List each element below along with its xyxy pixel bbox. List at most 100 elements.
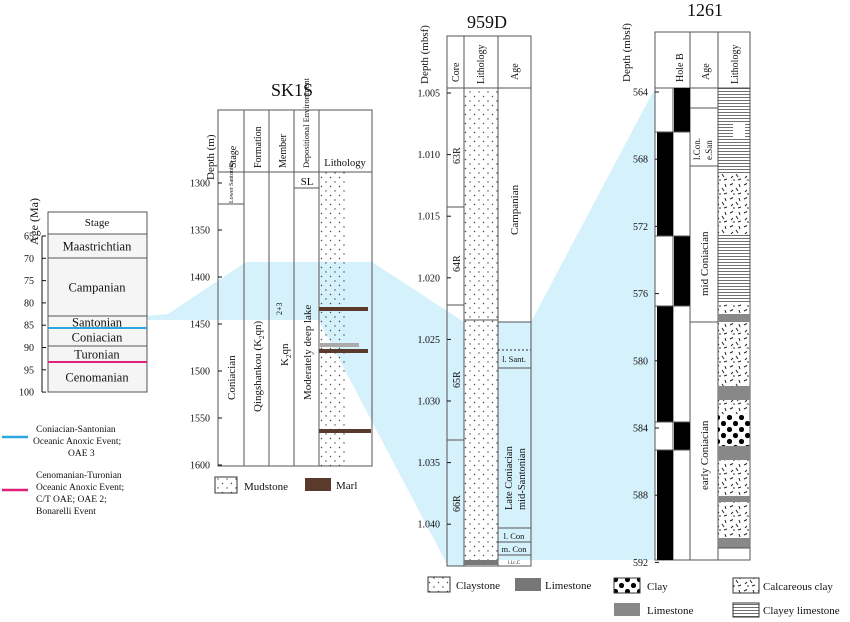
sk1s-mudstone-column — [319, 172, 345, 466]
stage-name: Campanian — [69, 281, 127, 295]
site1261-depth-tick-label: 592 — [633, 558, 648, 569]
sk1s-formation-label: Qingshankou (K2qn) — [252, 320, 266, 412]
sk1s-col-formation: Formation — [253, 126, 264, 168]
calcareous-clay-legend: Calcareous clay — [763, 581, 833, 593]
site1261-depth-tick-label: 568 — [633, 155, 648, 166]
site959-col-age: Age — [510, 63, 521, 80]
age-tick-label: 95 — [24, 365, 34, 376]
site959-limestone-swatch — [515, 578, 541, 591]
sk1s-marl-bed — [319, 349, 368, 353]
calcareous-clay-swatch — [732, 577, 760, 594]
clay-swatch — [613, 577, 641, 594]
stage-name: Santonian — [72, 316, 123, 330]
sk1s-depth-tick-label: 1400 — [190, 273, 210, 284]
site959-age-m-con: m. Con — [501, 544, 527, 554]
sk1s-section: SK1S Depth (m) Stage Formation Member De… — [190, 77, 373, 494]
sk1s-depth-tick-label: 1350 — [190, 226, 210, 237]
age-axis-label: Age (Ma) — [27, 198, 41, 245]
sk1s-sl-label: SL — [301, 176, 314, 188]
sk1s-depth-tick-label: 1550 — [190, 414, 210, 425]
site959-age-small: l.l.c.C — [508, 561, 521, 566]
site959-depth-tick-label: 1.030 — [418, 397, 441, 408]
clayey-limestone-swatch — [732, 602, 760, 618]
site1261-col-hole-b: Hole B — [675, 53, 686, 82]
sk1s-col-stage: Stage — [228, 145, 239, 168]
sk1s-depth-tick-label: 1300 — [190, 179, 210, 190]
site959-depth-tick-label: 1.035 — [418, 458, 441, 469]
marl-legend: Marl — [336, 480, 357, 492]
stage-cell — [47, 361, 148, 393]
sk1s-depth-label: Depth (m) — [205, 134, 217, 180]
site1261-depth-label: Depth (mbsf) — [621, 23, 633, 82]
sk1s-limestone-bed — [319, 343, 359, 347]
sk1s-col-member: Member — [278, 133, 289, 168]
sk1s-title: SK1S — [271, 80, 313, 100]
sk1s-marl-bed — [319, 307, 368, 311]
hole-b-polarity — [655, 88, 690, 560]
site1261-col-age: Age — [701, 63, 712, 80]
stage-name: Cenomanian — [65, 371, 129, 385]
event-legend: Coniacian-Santonian Oceanic Anoxic Event… — [2, 425, 126, 517]
stage-cell — [47, 233, 148, 259]
sk1s-environment: Moderately deep lake — [302, 305, 314, 400]
oae2-legend-text: Cenomanian-Turonian Oceanic Anoxic Event… — [36, 471, 126, 517]
sk1s-frame — [217, 109, 373, 467]
oae3-legend-text: Coniacian-Santonian Oceanic Anoxic Event… — [33, 425, 123, 459]
site1261-depth-tick-label: 588 — [633, 491, 648, 502]
stage-name: Turonian — [74, 348, 120, 362]
stage-name: Coniacian — [72, 331, 123, 345]
sk1s-member-superscript: 2+3 — [275, 302, 284, 315]
site-959d-section: 959D Depth (mbsf) Core Lithology Age 1.0… — [418, 12, 592, 593]
sk1s-marl-bed — [319, 429, 371, 433]
core-66r: 66R — [452, 495, 463, 512]
site1261-depth-tick-label: 572 — [633, 222, 648, 233]
mudstone-legend: Mudstone — [244, 481, 288, 493]
site959-age-late-con: Late Coniacian mid-Santonian — [504, 444, 528, 510]
site959-depth-tick-label: 1.010 — [418, 150, 441, 161]
site1261-depth-tick-label: 580 — [633, 356, 648, 367]
site1261-limestone-legend: Limestone — [647, 605, 694, 617]
site959-depth-tick-label: 1.025 — [418, 335, 441, 346]
site1261-title: 1261 — [687, 0, 723, 20]
core-64r: 64R — [452, 255, 463, 272]
site1261-limestone-swatch — [614, 603, 640, 616]
sk1s-depth-tick-label: 1500 — [190, 367, 210, 378]
site959-claystone-column — [464, 88, 498, 566]
age-tick-label: 75 — [24, 276, 34, 287]
correlation-bands — [98, 88, 655, 566]
core-65r: 65R — [452, 371, 463, 388]
age-tick-label: 65 — [24, 232, 34, 243]
stage-name: Maastrichtian — [63, 240, 132, 254]
sk1s-lower-santonian: Lower Santonian — [229, 162, 235, 203]
site959-depth-label: Depth (mbsf) — [419, 25, 431, 84]
claystone-swatch — [427, 576, 451, 593]
site-1261-section: 1261 Depth (mbsf) Hole B Age Lithology 5… — [613, 0, 840, 618]
age-tick-label: 90 — [24, 343, 34, 354]
site959-age-l-con: l. Con — [504, 531, 526, 541]
site1261-age-l-con: l.Con. — [692, 138, 702, 160]
marl-swatch — [305, 478, 331, 491]
sk1s-col-lithology: Lithology — [324, 158, 366, 169]
age-tick-label: 70 — [24, 254, 34, 265]
sk1s-stage-coniacian: Coniacian — [226, 355, 238, 400]
site959-depth-tick-label: 1.040 — [418, 520, 441, 531]
claystone-legend: Claystone — [456, 580, 500, 592]
site1261-age-e-san: e.San — [704, 140, 714, 160]
stage-cell — [47, 257, 148, 317]
site1261-depth-tick-label: 584 — [633, 424, 648, 435]
stage-list: MaastrichtianCampanianSantonianConiacian… — [47, 233, 148, 393]
mudstone-swatch — [214, 476, 238, 494]
site1261-col-lithology: Lithology — [730, 45, 741, 84]
site959-age-l-sant: l. Sant. — [502, 354, 526, 364]
site959-age-campanian: Campanian — [509, 184, 521, 235]
age-tick-label: 85 — [24, 321, 34, 332]
site959-title: 959D — [467, 12, 507, 32]
age-tick-label: 80 — [24, 298, 34, 309]
site959-limestone-bed — [464, 560, 498, 565]
site959-depth-tick-label: 1.015 — [418, 212, 441, 223]
